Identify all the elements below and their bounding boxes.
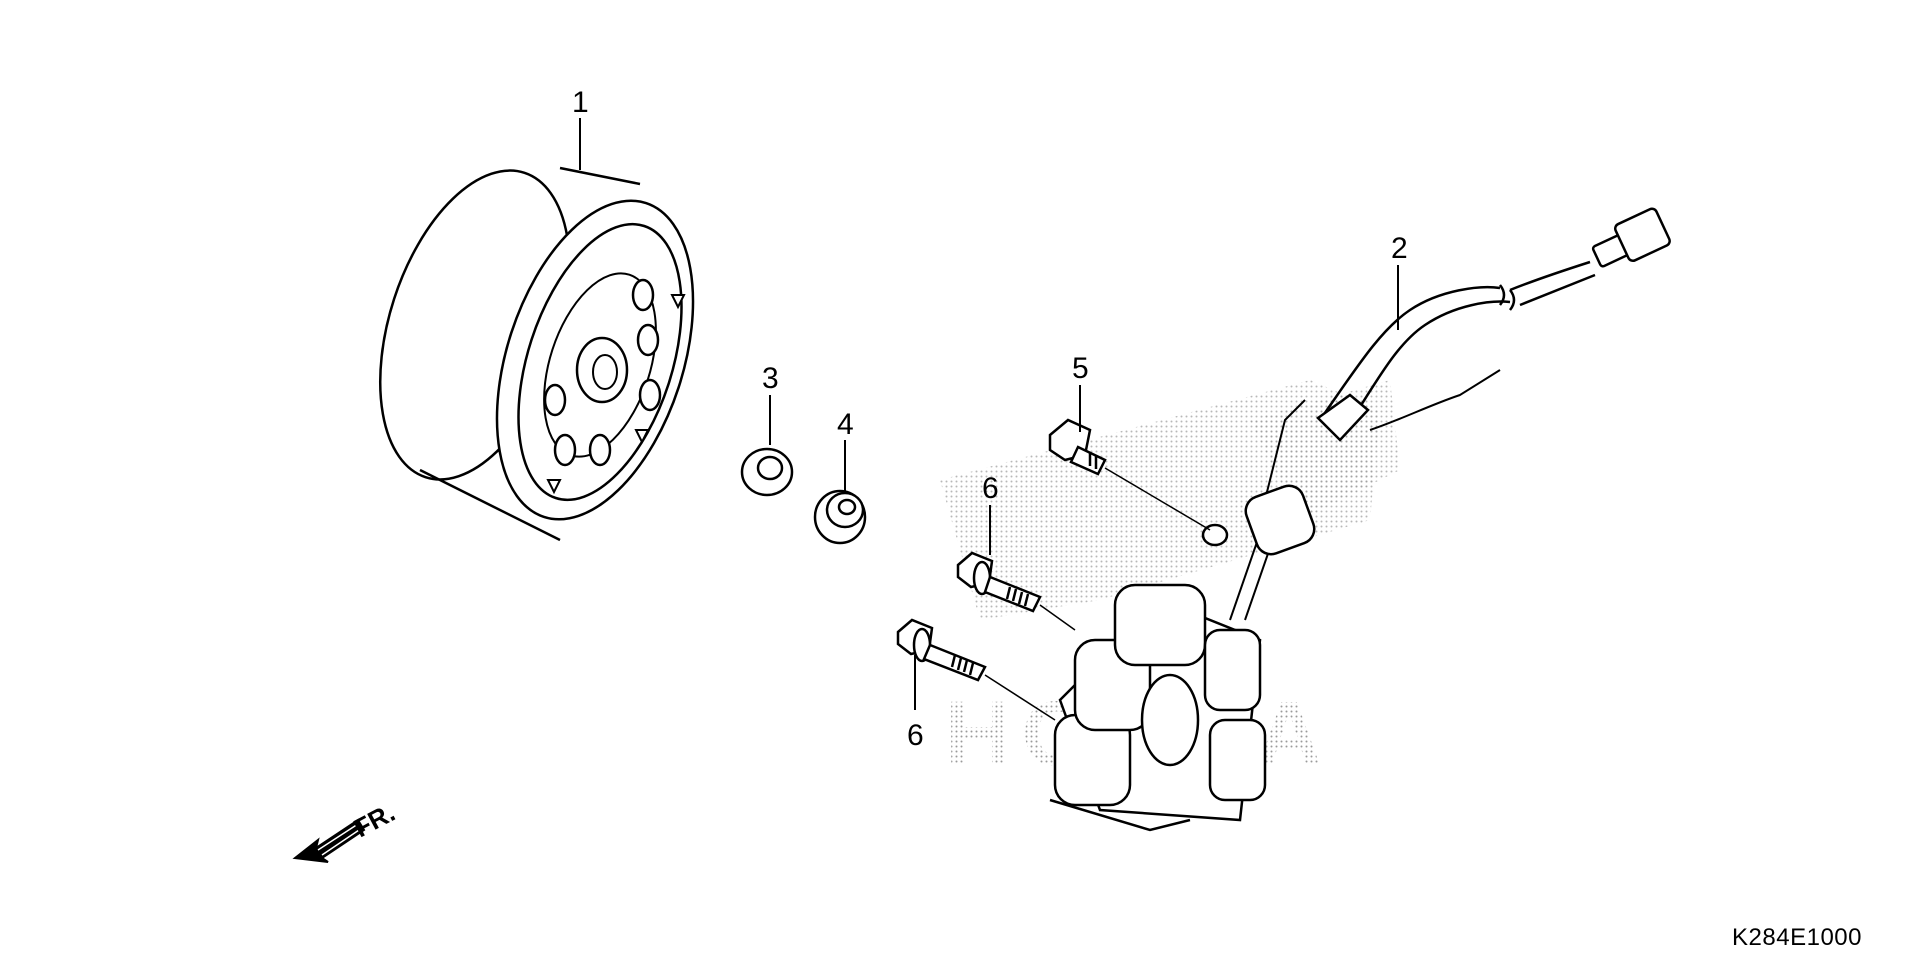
callout-5: 5 <box>1072 352 1089 385</box>
stator-assembly[interactable] <box>1049 399 1318 832</box>
long-bolt-lower[interactable] <box>896 618 987 682</box>
front-indicator-label: FR. <box>349 797 400 843</box>
front-arrow-icon <box>292 818 366 863</box>
leader-lines <box>579 118 1399 710</box>
flange-nut[interactable] <box>813 489 867 545</box>
wiring-harness[interactable] <box>1316 207 1671 442</box>
callout-3: 3 <box>762 362 779 395</box>
callout-4: 4 <box>837 408 854 441</box>
callout-2: 2 <box>1391 232 1408 265</box>
washer[interactable] <box>740 447 794 497</box>
callout-1: 1 <box>572 86 589 119</box>
callout-6a: 6 <box>982 472 999 505</box>
flywheel-rotor[interactable] <box>345 147 730 545</box>
callout-6b: 6 <box>907 719 924 752</box>
reference-code: K284E1000 <box>1732 924 1862 951</box>
long-bolt-upper[interactable] <box>956 551 1042 613</box>
assembly-lines <box>984 467 1211 721</box>
